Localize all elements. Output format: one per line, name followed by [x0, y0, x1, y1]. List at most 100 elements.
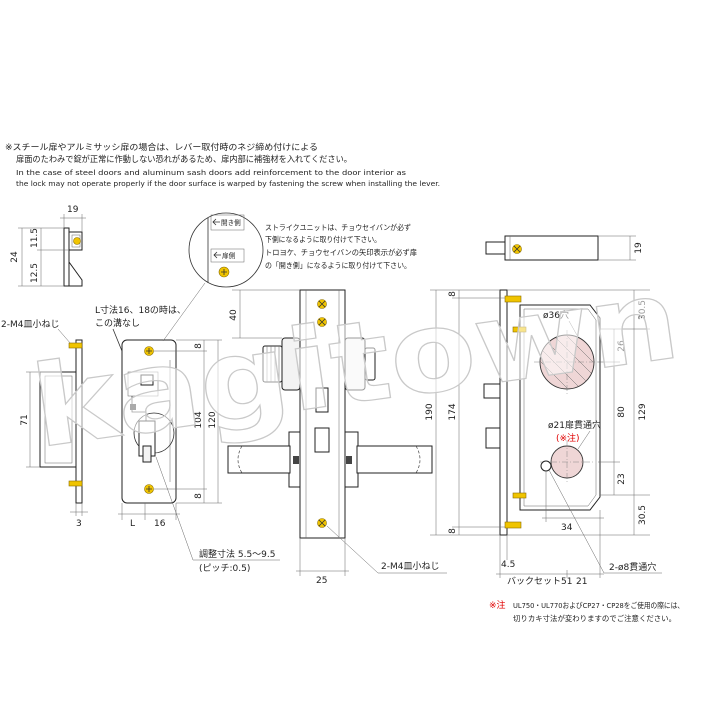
- case-depth-label: 71: [20, 414, 30, 425]
- strike-height-label: 24: [10, 251, 20, 263]
- backset-label: バックセット51: [507, 576, 572, 587]
- face-total-label: 120: [208, 411, 218, 428]
- right-top-label: 30.5: [638, 300, 648, 320]
- hole-8: [540, 460, 552, 472]
- right-bottom-label: 30.5: [638, 505, 648, 525]
- face-top-label: 8: [194, 343, 204, 349]
- open-side-arrow: [212, 218, 220, 226]
- strike-depth-label: 19: [634, 242, 644, 254]
- case-screw-bottom: [68, 480, 83, 487]
- case-body: [39, 371, 77, 468]
- lever-right: [356, 445, 433, 474]
- rear-21-label: 21: [576, 577, 587, 587]
- body-screw-4: [504, 521, 522, 529]
- lever-screw-leader: [326, 525, 447, 574]
- body-screw-pitch-label: 174: [448, 403, 458, 420]
- strike-width-label: 19: [67, 205, 79, 215]
- face-screw-top: [144, 346, 154, 356]
- hole8-label: 2-ø8貫通穴: [609, 561, 656, 573]
- body-bottom-label: 8: [448, 528, 458, 534]
- case-screw-label: 2-M4皿小ねじ: [1, 319, 59, 330]
- body-screw-3: [512, 492, 527, 499]
- hole36-label: ø36穴: [543, 309, 569, 321]
- note-jp-line-2: 扉面のたわみで錠が正常に作動しない恐れがあるため、扉内部に補強材を入れてください…: [16, 154, 352, 165]
- case-side-view: 2-M4皿小ねじ 71 3: [1, 319, 88, 529]
- spindle-left: [293, 456, 299, 464]
- detail-inset: 開き側 扉側: [162, 212, 264, 342]
- strike-lower-label: 12.5: [30, 263, 40, 283]
- open-side-label: 開き側: [221, 219, 241, 227]
- strike-upper-label: 11.5: [30, 228, 40, 248]
- lever-dimension-lines: [232, 289, 349, 576]
- note-en-line-2: the lock may not operate properly if the…: [16, 179, 440, 188]
- body-screw-1: [504, 295, 522, 303]
- front-4-5-label: 4.5: [501, 560, 515, 570]
- to-screw-label: 23: [617, 473, 627, 484]
- strike-note: ストライクユニットは、チョウセイバンが必ず 下側になるように取り付けて下さい。 …: [265, 223, 417, 270]
- caution-line-2: 切りカキ寸法が変わりますのでご注意ください。: [513, 614, 676, 623]
- note-jp-line-1: ※スチール扉やアルミサッシ扉の場合は、レバー取付時のネジ締め付けによる: [5, 142, 318, 153]
- door-side-arrow: [213, 251, 221, 259]
- strike-top-tab: [485, 241, 506, 255]
- strike-dimension-lines: [18, 214, 86, 287]
- caution-line-1: UL750・UL770およびCP27・CP28をご使用の際には、: [513, 601, 684, 610]
- strike-screw: [73, 237, 81, 245]
- pitch-label: (ピッチ:0.5): [199, 563, 250, 574]
- strike-note-line-1: ストライクユニットは、チョウセイバンが必ず: [265, 223, 411, 232]
- lever-screw-1: [317, 299, 327, 309]
- adjust-label: 調整寸法 5.5～9.5: [199, 548, 276, 560]
- case-dimension-lines: [26, 371, 88, 516]
- deadbolt-hole: [314, 427, 330, 453]
- hole8-leader: [548, 469, 662, 574]
- groove-note-line-2: この溝なし: [95, 317, 140, 329]
- face-dimension-lines: [118, 339, 222, 520]
- inset-screw: [218, 266, 230, 278]
- latch-hole: [315, 387, 329, 413]
- to-hole36-label: 26: [617, 340, 627, 352]
- adjust-leader: [155, 456, 280, 561]
- case-face-plate: [75, 339, 83, 504]
- caution-note: ※注 UL750・UL770およびCP27・CP28をご使用の際には、 切りカキ…: [489, 599, 684, 623]
- strike-note-line-2: 下側になるように取り付けて下さい。: [265, 235, 381, 244]
- face-bottom-label: 8: [194, 493, 204, 499]
- face-plate-front-view: L寸法16、18の時は、 この溝なし: [95, 304, 280, 574]
- body-screw-2: [512, 326, 527, 333]
- inset-circle: [188, 212, 264, 288]
- lever-left: [227, 445, 291, 474]
- strike-top-screw: [512, 244, 522, 254]
- lever-width-label: 25: [316, 576, 327, 586]
- body-total-label: 190: [425, 403, 435, 420]
- strike-note-line-4: の「開き側」になるように取り付けて下さい。: [265, 261, 411, 270]
- strike-plate: [63, 227, 70, 287]
- lever-screw-3: [317, 518, 327, 528]
- face-inner-label: 104: [194, 411, 204, 428]
- strike-side-view: 19 11.5 24 12.5: [10, 205, 86, 287]
- inset-leader: [162, 282, 206, 342]
- spindle-right: [346, 456, 352, 464]
- groove-note-line-1: L寸法16、18の時は、: [95, 304, 186, 316]
- hole21-note-ref: (※注): [556, 432, 580, 444]
- width34-label: 34: [561, 523, 573, 533]
- hole21-label: ø21扉貫通穴: [548, 419, 601, 431]
- body-face-plate: [499, 289, 508, 536]
- knob-left: [262, 345, 283, 383]
- strike-top-dimension-lines: [598, 235, 636, 261]
- lever-offset-label: 40: [229, 309, 239, 321]
- dead-bolt: [485, 427, 501, 449]
- installation-note: ※スチール扉やアルミサッシ扉の場合は、レバー取付時のネジ締め付けによる 扉面のた…: [5, 142, 440, 188]
- lock-body-side-view: 19: [425, 235, 662, 587]
- lever-assembly: 40 25 2-M4皿小ねじ: [227, 289, 447, 586]
- body-top-label: 8: [448, 291, 458, 297]
- right-mid-label: 129: [638, 403, 648, 420]
- face-width-label: 16: [154, 519, 166, 529]
- case-screw-top: [68, 342, 83, 349]
- note-en-line-1: In the case of steel doors and aluminum …: [16, 168, 406, 177]
- body-dimension-lines: [430, 289, 650, 578]
- lever-screw-label: 2-M4皿小ねじ: [381, 561, 439, 572]
- strike-note-line-3: トロヨケ、チョウセイバンの矢印表示が必ず扉: [265, 248, 417, 257]
- door-side-label: 扉側: [222, 251, 236, 260]
- strike-lip: [68, 260, 83, 287]
- case-thickness-label: 3: [76, 519, 82, 529]
- lever-screw-2: [317, 317, 327, 327]
- caution-mark: ※注: [489, 599, 506, 611]
